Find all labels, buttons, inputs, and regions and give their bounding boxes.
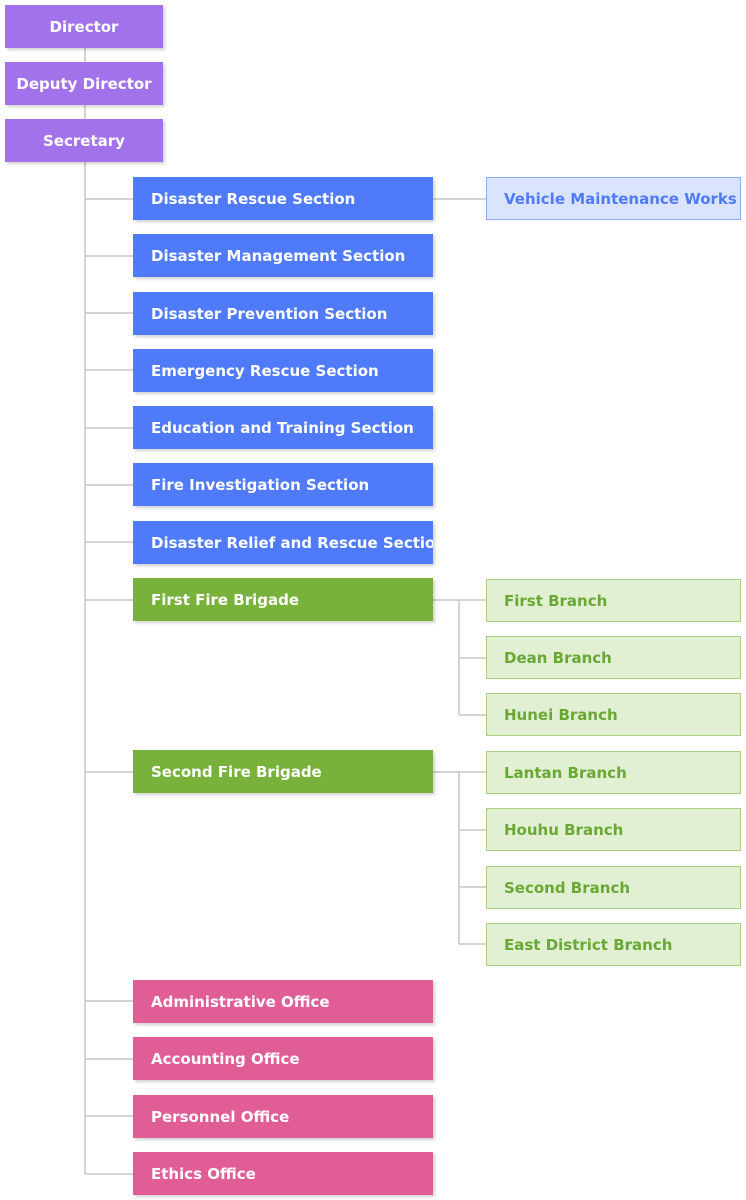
section-label: Disaster Prevention Section [151, 304, 388, 323]
secretary-node[interactable]: Secretary [5, 119, 163, 162]
section-disaster-management[interactable]: Disaster Management Section [133, 234, 433, 277]
section-education-training[interactable]: Education and Training Section [133, 406, 433, 449]
vehicle-maintenance-label: Vehicle Maintenance Works [504, 189, 737, 208]
houhu-branch-node[interactable]: Houhu Branch [486, 808, 741, 851]
section-disaster-prevention[interactable]: Disaster Prevention Section [133, 292, 433, 335]
branch-label: First Branch [504, 591, 608, 610]
brigade-label: First Fire Brigade [151, 590, 300, 609]
deputy-director-node[interactable]: Deputy Director [5, 62, 163, 105]
second-fire-brigade-node[interactable]: Second Fire Brigade [133, 750, 433, 793]
branch-label: Hunei Branch [504, 705, 618, 724]
office-label: Administrative Office [151, 992, 330, 1011]
deputy-director-label: Deputy Director [16, 74, 152, 93]
section-fire-investigation[interactable]: Fire Investigation Section [133, 463, 433, 506]
section-emergency-rescue[interactable]: Emergency Rescue Section [133, 349, 433, 392]
section-disaster-rescue[interactable]: Disaster Rescue Section [133, 177, 433, 220]
second-branch-node[interactable]: Second Branch [486, 866, 741, 909]
director-node[interactable]: Director [5, 5, 163, 48]
vehicle-maintenance-works-node[interactable]: Vehicle Maintenance Works [486, 177, 741, 220]
secretary-label: Secretary [43, 131, 125, 150]
section-label: Disaster Relief and Rescue Section [151, 533, 433, 552]
branch-label: Houhu Branch [504, 820, 624, 839]
section-label: Emergency Rescue Section [151, 361, 379, 380]
section-disaster-relief[interactable]: Disaster Relief and Rescue Section [133, 521, 433, 564]
office-label: Ethics Office [151, 1164, 256, 1183]
lantan-branch-node[interactable]: Lantan Branch [486, 751, 741, 794]
section-label: Fire Investigation Section [151, 475, 370, 494]
branch-label: Dean Branch [504, 648, 612, 667]
director-label: Director [49, 17, 119, 36]
first-fire-brigade-node[interactable]: First Fire Brigade [133, 578, 433, 621]
office-label: Accounting Office [151, 1049, 300, 1068]
administrative-office-node[interactable]: Administrative Office [133, 980, 433, 1023]
first-branch-node[interactable]: First Branch [486, 579, 741, 622]
personnel-office-node[interactable]: Personnel Office [133, 1095, 433, 1138]
ethics-office-node[interactable]: Ethics Office [133, 1152, 433, 1195]
branch-label: Second Branch [504, 878, 631, 897]
dean-branch-node[interactable]: Dean Branch [486, 636, 741, 679]
brigade-label: Second Fire Brigade [151, 762, 322, 781]
east-district-branch-node[interactable]: East District Branch [486, 923, 741, 966]
branch-label: Lantan Branch [504, 763, 627, 782]
section-label: Disaster Rescue Section [151, 189, 356, 208]
section-label: Education and Training Section [151, 418, 414, 437]
accounting-office-node[interactable]: Accounting Office [133, 1037, 433, 1080]
section-label: Disaster Management Section [151, 246, 406, 265]
branch-label: East District Branch [504, 935, 673, 954]
hunei-branch-node[interactable]: Hunei Branch [486, 693, 741, 736]
office-label: Personnel Office [151, 1107, 290, 1126]
